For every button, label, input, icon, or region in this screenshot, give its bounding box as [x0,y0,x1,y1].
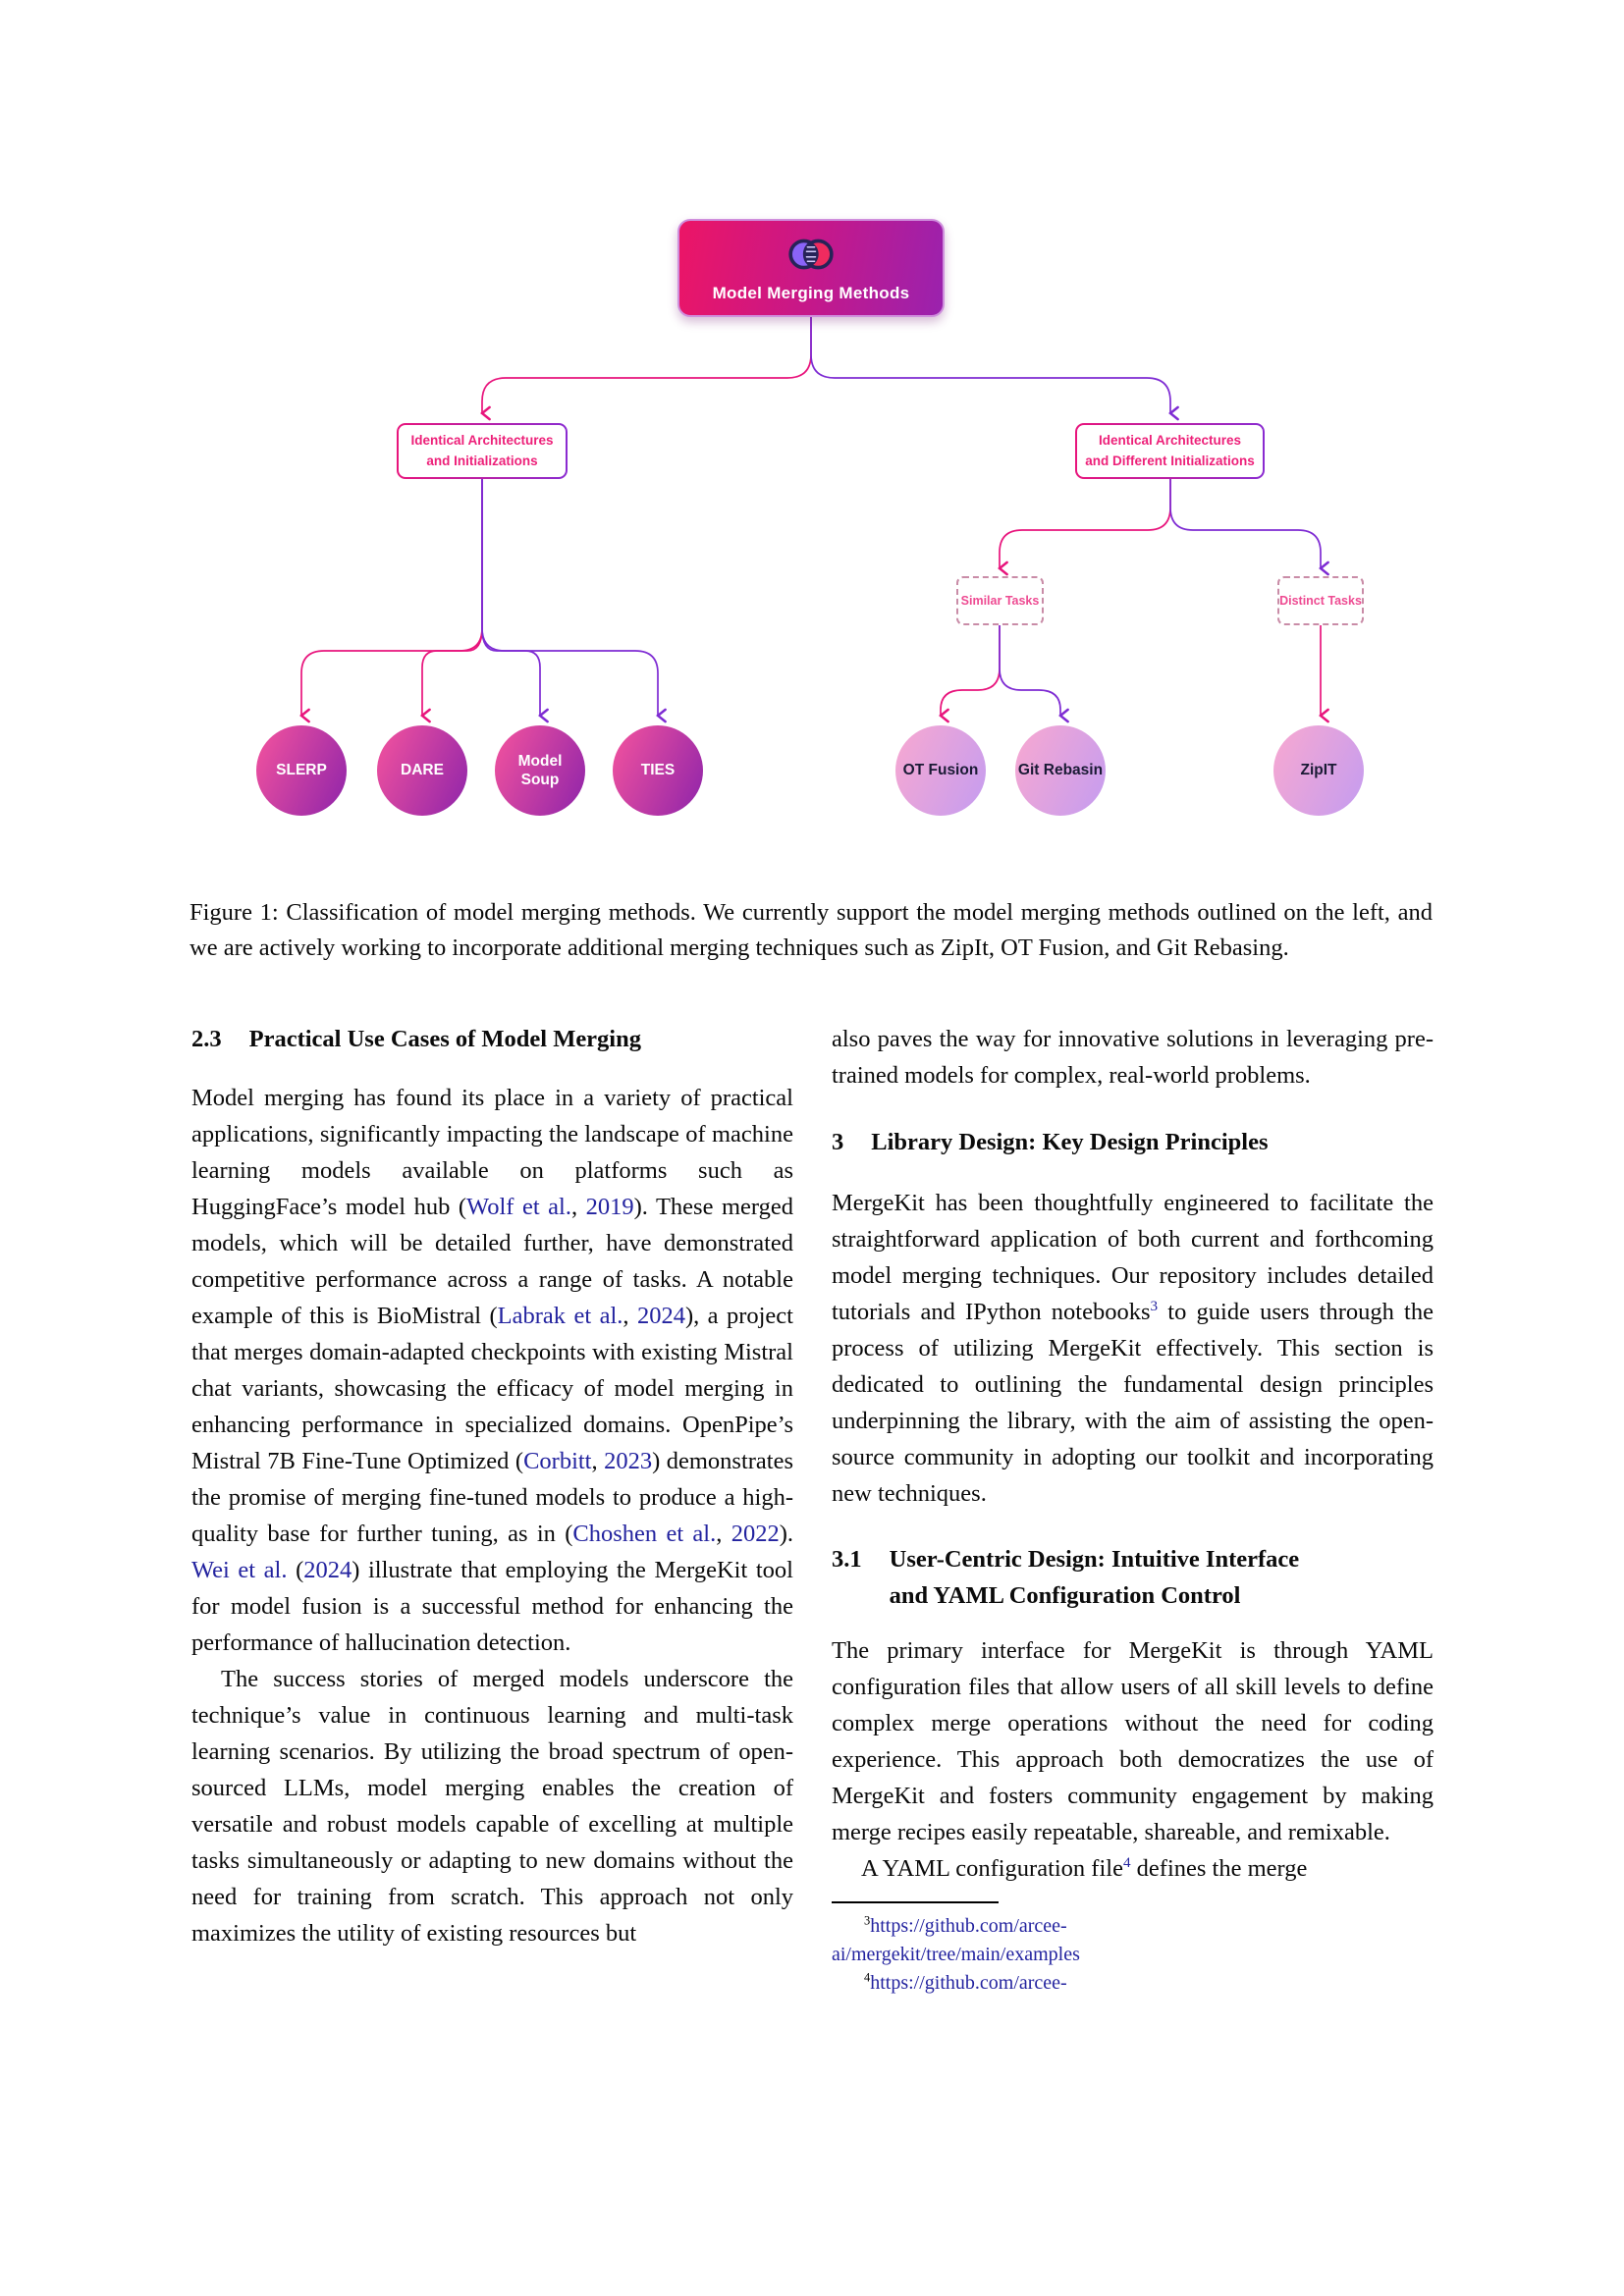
citation-link[interactable]: Wei et al. [191,1557,288,1583]
text-segment: , [716,1521,731,1547]
figure-node-label: Identical Architectures and Different In… [1085,432,1255,468]
figure-node-distinct-tasks: Distinct Tasks [1277,576,1364,625]
footnote-link[interactable]: https://github.com/arcee- ai/mergekit/tr… [832,1915,1080,1965]
connector [998,478,1171,576]
section-title: User-Centric Design: Intuitive Interface… [889,1546,1300,1609]
paragraph: The success stories of merged models und… [191,1661,793,1951]
figure-node-identical-arch-diff-init: Identical Architectures and Different In… [1075,423,1265,479]
text-segment: ) demonstrates the promise of merging fi… [191,1448,794,1547]
figure-method-label: SLERP [276,762,327,779]
text-segment: defines the merge [1130,1855,1308,1882]
citation-link[interactable]: Wolf et al. [466,1194,571,1220]
footnote-4: 4https://github.com/arcee- [832,1969,1434,1998]
connector [810,316,1179,421]
paragraph: A YAML configuration file4 defines the m… [832,1850,1434,1887]
figure-node-similar-tasks: Similar Tasks [956,576,1044,625]
text-segment: ), a project that merges domain-adapted … [191,1303,793,1474]
merge-venn-icon [788,239,834,269]
figure-1-diagram: Model Merging Methods Identical Architec… [0,0,1624,888]
citation-link[interactable]: Corbitt [523,1448,592,1474]
citation-link[interactable]: 2019 [585,1194,634,1220]
citation-link[interactable]: 2024 [303,1557,352,1583]
text-segment: to guide users through the process of ut… [832,1299,1434,1507]
left-column: 2.3 Practical Use Cases of Model Merging… [191,1021,793,1951]
figure-method-label: DARE [401,762,444,779]
figure-caption: Figure 1: Classification of model mergin… [189,899,1433,961]
figure-method-label: Model Soup [517,752,563,788]
section-title: Practical Use Cases of Model Merging [248,1026,641,1052]
connector [481,477,667,723]
connector [939,624,1001,723]
section-heading-3: 3 Library Design: Key Design Principles [832,1124,1434,1160]
text-segment: The primary interface for MergeKit is th… [832,1637,1434,1845]
figure-method-zipit: ZipIT [1273,725,1364,816]
citation-link[interactable]: 2023 [604,1448,653,1474]
right-column: also paves the way for innovative soluti… [832,1021,1434,1998]
section-number: 2.3 [191,1026,222,1052]
paragraph: The primary interface for MergeKit is th… [832,1632,1434,1850]
section-heading-3-1: 3.1 User-Centric Design: Intuitive Inter… [832,1541,1434,1614]
text-segment: ) illustrate that employing the MergeKit… [191,1557,793,1656]
figure-node-label: Distinct Tasks [1279,594,1362,608]
citation-link[interactable]: 2022 [731,1521,780,1547]
footnote-link[interactable]: https://github.com/arcee- [870,1972,1067,1994]
text-segment: MergeKit has been thoughtfully engineere… [832,1190,1434,1325]
figure-method-label: ZipIT [1300,762,1337,779]
figure-method-slerp: SLERP [256,725,347,816]
figure-node-label: Identical Architectures and Initializati… [410,432,554,468]
citation-link[interactable]: 3 [1150,1297,1159,1314]
figure-node-model-merging-methods: Model Merging Methods [677,219,945,317]
figure-method-dare: DARE [377,725,467,816]
footnote-rule [832,1901,999,1903]
section-number: 3.1 [832,1546,862,1573]
paragraph: also paves the way for innovative soluti… [832,1021,1434,1094]
connector [480,316,812,421]
section-title: Library Design: Key Design Principles [871,1129,1269,1155]
figure-method-model-soup: Model Soup [495,725,585,816]
text-segment: ). These merged models, which will be de… [191,1194,793,1329]
text-segment: also paves the way for innovative soluti… [832,1026,1434,1089]
figure-method-git-rebasin: Git Rebasin [1015,725,1106,816]
figure-method-ot-fusion: OT Fusion [895,725,986,816]
text-segment: The success stories of merged models und… [191,1666,793,1947]
text-segment: ). [779,1521,793,1547]
footnote-marker: 4 [864,1970,871,1985]
citation-link[interactable]: Labrak et al. [497,1303,623,1329]
figure-method-label: TIES [640,762,676,779]
footnote-3: 3https://github.com/arcee- ai/mergekit/t… [832,1912,1434,1969]
connector [1169,478,1329,576]
figure-node-identical-arch-and-init: Identical Architectures and Initializati… [397,423,568,479]
figure-root-label: Model Merging Methods [712,283,910,302]
connector [420,477,483,723]
figure-method-label: Git Rebasin [1017,762,1104,779]
figure-node-label: Similar Tasks [960,594,1040,608]
citation-link[interactable]: 2024 [636,1303,685,1329]
text-segment: Model merging has found its place in a v… [191,1085,793,1220]
section-heading-2-3: 2.3 Practical Use Cases of Model Merging [191,1021,793,1057]
text-segment: , [591,1448,605,1474]
citation-link[interactable]: 4 [1122,1853,1131,1871]
citation-link[interactable]: Choshen et al. [572,1521,717,1547]
text-segment: , [570,1194,586,1220]
figure-method-ties: TIES [613,725,703,816]
connector [299,477,483,723]
paragraph: Model merging has found its place in a v… [191,1080,793,1661]
figure-method-label: OT Fusion [902,762,979,779]
footnotes: 3https://github.com/arcee- ai/mergekit/t… [832,1901,1434,1998]
text-segment: ( [287,1557,304,1583]
paragraph: MergeKit has been thoughtfully engineere… [832,1185,1434,1512]
connector [481,477,549,723]
connector [999,624,1069,723]
text-segment: A YAML configuration file [861,1855,1123,1882]
figure-connector-lines [299,316,1329,723]
text-segment: , [623,1303,637,1329]
section-number: 3 [832,1129,844,1155]
footnote-marker: 3 [864,1913,871,1928]
